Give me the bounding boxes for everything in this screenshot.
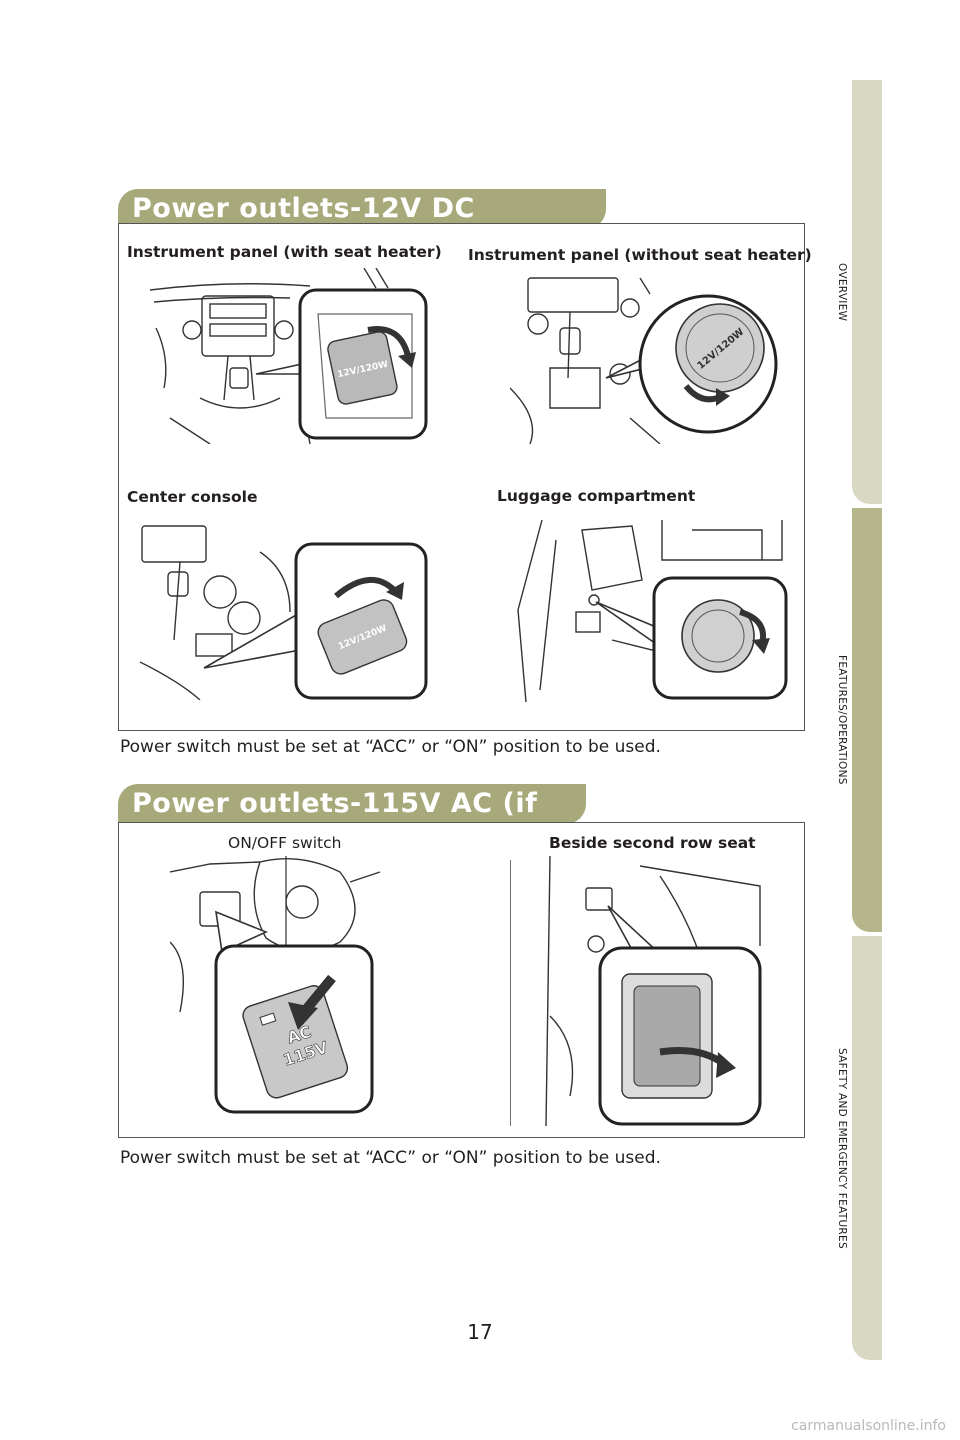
tab-safety-text: SAFETY AND EMERGENCY FEATURES	[836, 1047, 848, 1249]
instrument-panel-without-heater-illustration: 12V/120W	[510, 277, 778, 444]
caption-with-seat-heater: Instrument panel (with seat heater)	[127, 243, 442, 261]
ac-switch-dashboard-illustration: AC 115V	[170, 856, 381, 1114]
second-row-seat-outlet-illustration	[510, 856, 762, 1127]
tab-features-text: FEATURES/OPERATIONS	[836, 655, 848, 785]
tab-safety-emergency[interactable]	[852, 936, 882, 1360]
caption-on-off-switch: ON/OFF switch	[228, 834, 342, 852]
page-number: 17	[467, 1320, 493, 1344]
note-115v: Power switch must be set at “ACC” or “ON…	[120, 1148, 661, 1168]
instrument-panel-with-heater-illustration: 12V/120W	[150, 268, 428, 444]
tab-label-features: FEATURES/OPERATIONS	[832, 508, 852, 932]
tab-label-overview: OVERVIEW	[832, 80, 852, 504]
caption-luggage-compartment: Luggage compartment	[497, 487, 696, 505]
tab-overview[interactable]	[852, 80, 882, 504]
tab-features-operations[interactable]	[852, 508, 882, 932]
tab-overview-text: OVERVIEW	[836, 262, 848, 322]
caption-without-seat-heater: Instrument panel (without seat heater)	[468, 246, 812, 264]
center-console-illustration: 12V/120W	[140, 525, 428, 700]
watermark: carmanualsonline.info	[791, 1418, 946, 1434]
section-header-12v: Power outlets-12V DC	[118, 189, 606, 229]
caption-beside-second-row-seat: Beside second row seat	[549, 834, 756, 852]
tab-label-safety: SAFETY AND EMERGENCY FEATURES	[832, 936, 852, 1360]
section-header-115v: Power outlets-115V AC (if equipped)	[118, 784, 586, 859]
caption-center-console: Center console	[127, 488, 258, 506]
note-12v: Power switch must be set at “ACC” or “ON…	[120, 737, 661, 757]
luggage-compartment-illustration	[517, 520, 788, 702]
